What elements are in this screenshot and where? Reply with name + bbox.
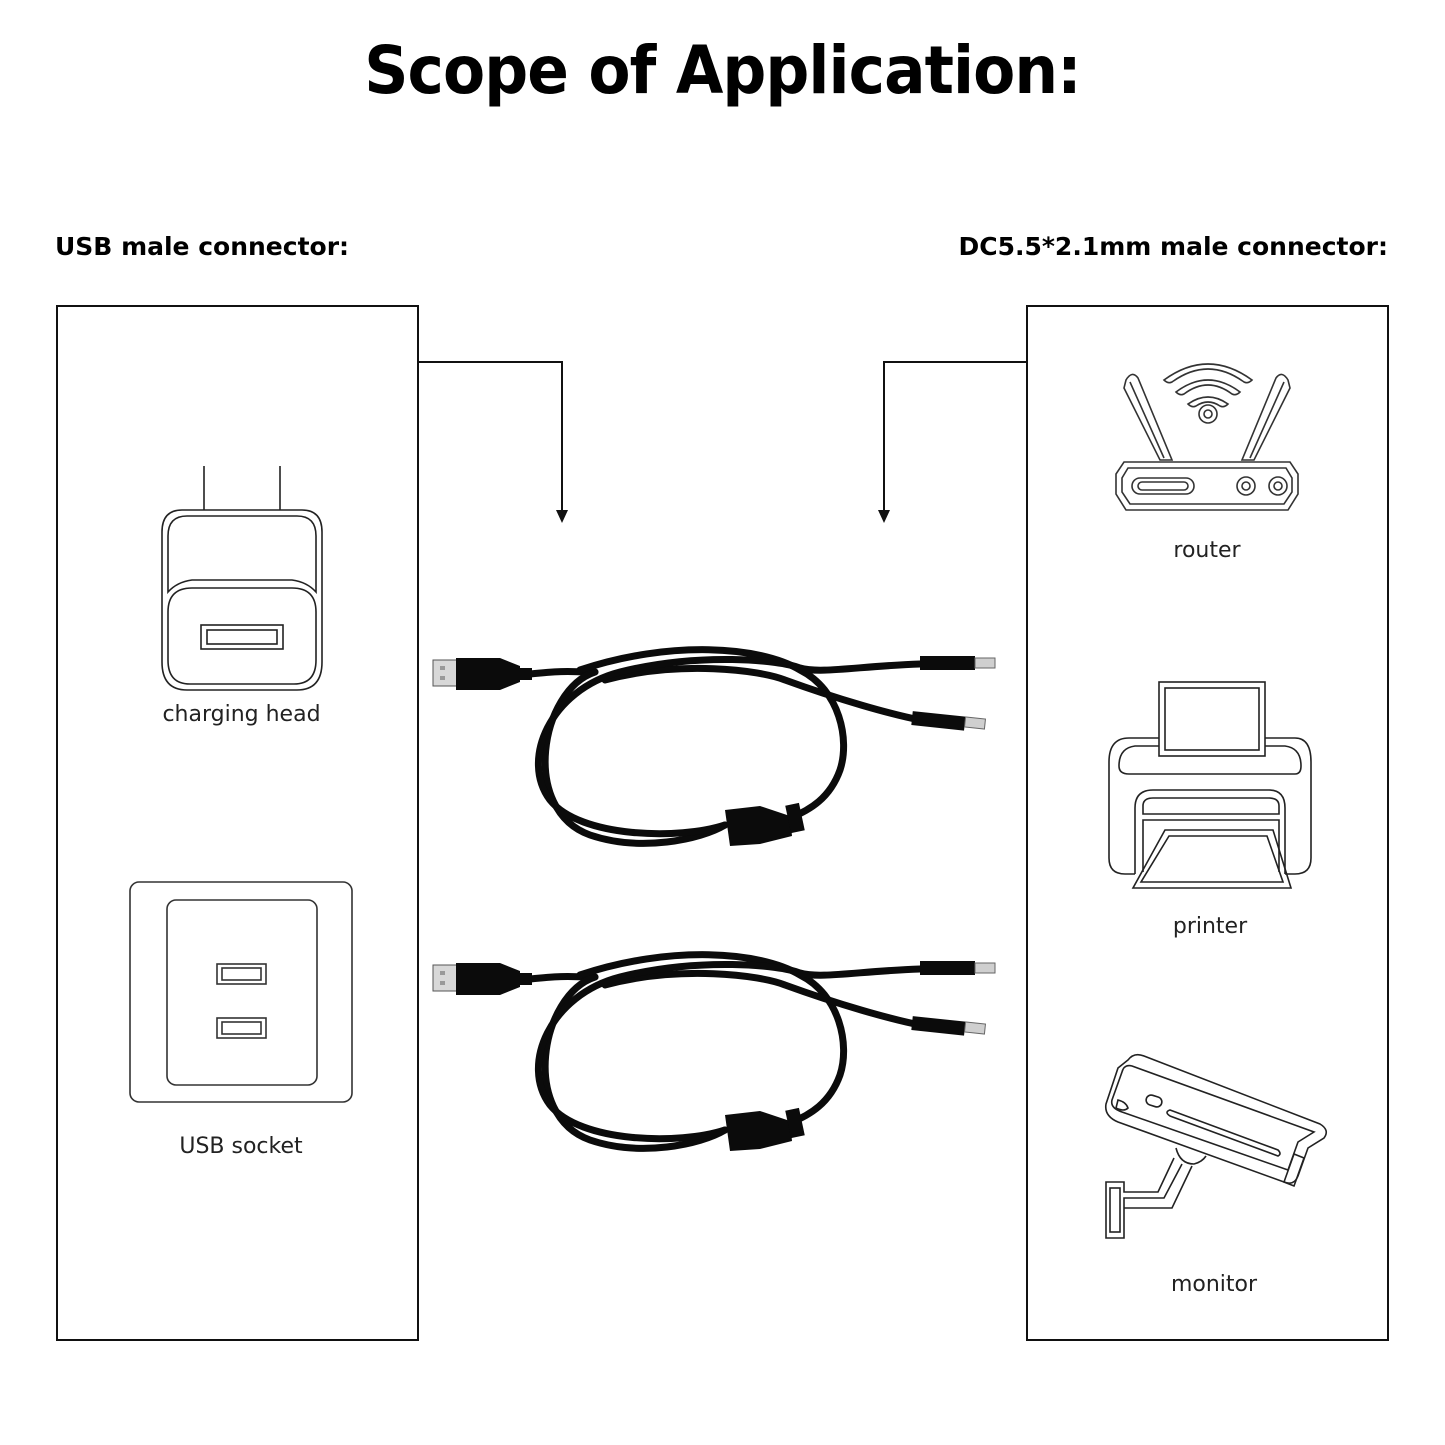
device-monitor: monitor [1098, 1050, 1330, 1297]
device-usb-socket: USB socket [128, 880, 354, 1159]
product-cable-top [432, 646, 996, 847]
device-label: charging head [162, 702, 321, 727]
printer-icon [1108, 681, 1312, 889]
cable-icon [432, 646, 996, 847]
right-arrow-head [878, 510, 890, 523]
page-title: Scope of Application: [364, 32, 1081, 109]
dc-connector-label: DC5.5*2.1mm male connector: [958, 232, 1388, 261]
device-label: printer [1172, 914, 1248, 939]
device-router: router [1108, 350, 1306, 563]
device-charging-head: charging head [140, 462, 343, 727]
product-cable-bottom [432, 951, 996, 1152]
security-camera-icon [1104, 1053, 1328, 1239]
cable-icon [432, 951, 996, 1152]
usb-devices-panel [56, 305, 419, 1341]
usb-socket-icon [129, 881, 353, 1103]
charger-icon [160, 466, 323, 691]
device-label: monitor [1170, 1272, 1258, 1297]
device-label: USB socket [179, 1134, 303, 1159]
router-icon [1115, 363, 1299, 511]
dc-devices-panel [1026, 305, 1389, 1341]
left-arrow-head [556, 510, 568, 523]
device-printer: printer [1104, 678, 1316, 939]
usb-connector-label: USB male connector: [55, 232, 350, 261]
right-arrow [883, 361, 1026, 512]
device-label: router [1173, 538, 1241, 563]
left-arrow [419, 361, 563, 512]
